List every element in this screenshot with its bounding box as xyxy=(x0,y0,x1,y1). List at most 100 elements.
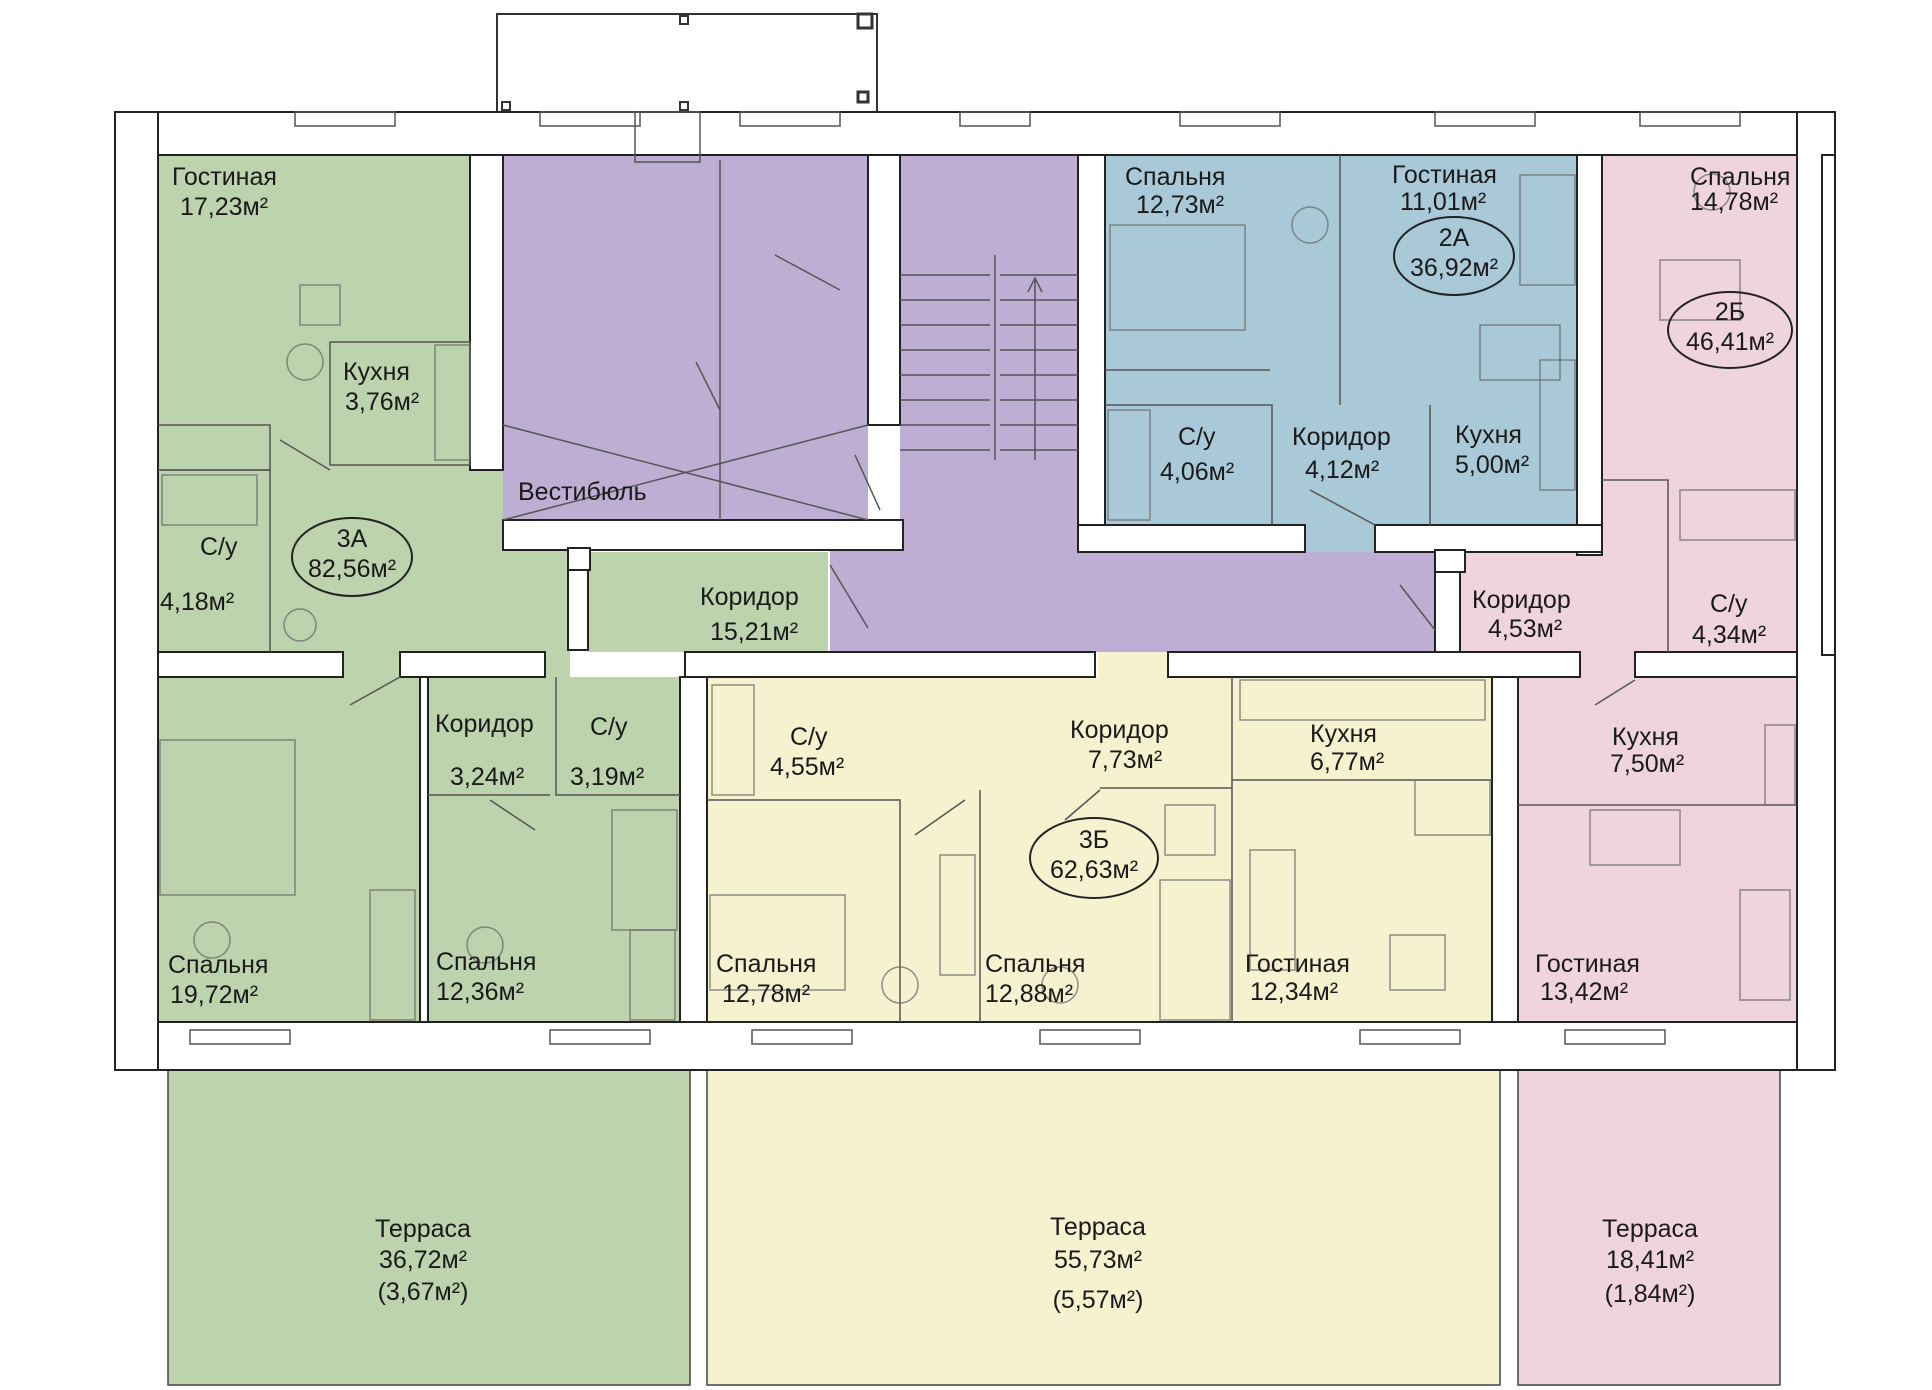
partitions xyxy=(158,155,1797,1022)
room-name: Спальня xyxy=(985,950,1085,978)
canopy-post xyxy=(856,90,870,104)
room-name: Коридор xyxy=(1472,586,1571,614)
window xyxy=(549,1029,651,1045)
wall xyxy=(1434,549,1466,573)
wall xyxy=(1077,154,1106,551)
room-area: 14,78м² xyxy=(1690,188,1778,216)
room-name: С/у xyxy=(200,533,238,561)
common-area xyxy=(503,155,1435,652)
wall xyxy=(399,651,546,678)
lobby-details xyxy=(502,160,881,521)
2b-link-fill xyxy=(1580,650,1635,680)
apt-2a-name: 2А xyxy=(1439,224,1470,252)
room-area: 4,55м² xyxy=(770,753,844,781)
room-area: 12,78м² xyxy=(722,980,810,1008)
terrace-area: 55,73м² xyxy=(1054,1246,1142,1274)
wall xyxy=(1434,569,1461,653)
room-name: Кухня xyxy=(1455,421,1522,449)
room-area: 4,34м² xyxy=(1692,621,1766,649)
door-swing xyxy=(489,799,536,831)
window xyxy=(751,1029,853,1045)
room-name: С/у xyxy=(590,713,628,741)
desk xyxy=(939,854,976,976)
room-area: 5,00м² xyxy=(1455,451,1529,479)
window xyxy=(539,111,641,127)
3a-corridor-fill xyxy=(588,552,828,652)
apartment-3a xyxy=(158,155,828,1386)
table xyxy=(1589,809,1681,866)
3b-entry-fill xyxy=(1098,652,1168,682)
wall xyxy=(1634,651,1798,678)
wall xyxy=(502,519,904,551)
2b-bath-outline xyxy=(1602,479,1669,652)
room-area: 7,50м² xyxy=(1610,750,1684,778)
2a-entry-fill xyxy=(1305,520,1375,552)
room-area: 3,24м² xyxy=(450,763,524,791)
door-swing xyxy=(695,361,721,411)
terrace-name: Терраса xyxy=(375,1215,471,1243)
room-name: Кухня xyxy=(343,358,410,386)
room-name: Спальня xyxy=(168,951,268,979)
wall xyxy=(1821,154,1836,656)
table xyxy=(1479,324,1561,381)
labels: 3А 82,56м² 2А 36,92м² 2Б 46,41м² 3Б 62,6… xyxy=(160,161,1790,1314)
3b-fill xyxy=(707,677,1492,1022)
table xyxy=(1414,779,1491,836)
counter xyxy=(1239,679,1486,721)
stair-fill xyxy=(900,155,1078,550)
room-name: Гостиная xyxy=(1392,161,1497,189)
2b-bath-fill xyxy=(1668,480,1798,652)
room-area: 4,53м² xyxy=(1488,615,1562,643)
armchair xyxy=(1164,804,1216,856)
apt-2a-area: 36,92м² xyxy=(1410,254,1498,282)
wall xyxy=(867,154,901,426)
window xyxy=(1564,1029,1666,1045)
round-table xyxy=(286,343,324,381)
room-name: Коридор xyxy=(1070,716,1169,744)
furniture xyxy=(159,173,1796,1021)
stair-arrow-head xyxy=(1027,276,1043,293)
apartment-badges xyxy=(291,216,1793,899)
room-name: С/у xyxy=(790,723,828,751)
door-swing xyxy=(1309,489,1376,526)
terrace-name: Терраса xyxy=(1050,1213,1146,1241)
chair xyxy=(283,608,317,642)
window xyxy=(1434,111,1536,127)
chair xyxy=(1693,173,1731,211)
window xyxy=(739,111,841,127)
room-area: 3,19м² xyxy=(570,763,644,791)
terrace-3b-fill xyxy=(706,1069,1501,1386)
chair xyxy=(193,921,231,959)
wall xyxy=(1576,154,1603,556)
apt-2b-name: 2Б xyxy=(1715,298,1745,326)
3a-corridor2-fill xyxy=(425,677,680,1022)
door-swing xyxy=(279,439,331,471)
windows xyxy=(189,111,1741,1045)
armchair xyxy=(1389,934,1446,991)
3a-corridor2-outline xyxy=(428,677,680,796)
wall xyxy=(157,651,344,678)
room-name: С/у xyxy=(1710,590,1748,618)
window xyxy=(189,1029,291,1045)
apt-2b-area: 46,41м² xyxy=(1686,328,1774,356)
door-swing xyxy=(914,799,966,836)
door-swing xyxy=(1594,679,1636,706)
wall xyxy=(419,676,429,1023)
wall xyxy=(469,154,504,471)
wall xyxy=(1167,651,1581,678)
3a-bed1-fill xyxy=(158,677,420,1022)
window xyxy=(634,111,701,163)
room-area: 3,76м² xyxy=(345,388,419,416)
room-area: 4,18м² xyxy=(160,588,234,616)
room-area: 4,06м² xyxy=(1160,458,1234,486)
terrace-reduced: (1,84м²) xyxy=(1605,1280,1696,1308)
2a-bath-outline xyxy=(1105,404,1273,525)
apt-3b-area: 62,63м² xyxy=(1050,856,1138,884)
room-name: Спальня xyxy=(716,950,816,978)
3b-bath-outline xyxy=(707,790,981,1022)
door-swing xyxy=(1064,789,1101,821)
apt-3a-area: 82,56м² xyxy=(308,555,396,583)
bathtub xyxy=(711,684,755,796)
canopy-post xyxy=(501,101,511,111)
